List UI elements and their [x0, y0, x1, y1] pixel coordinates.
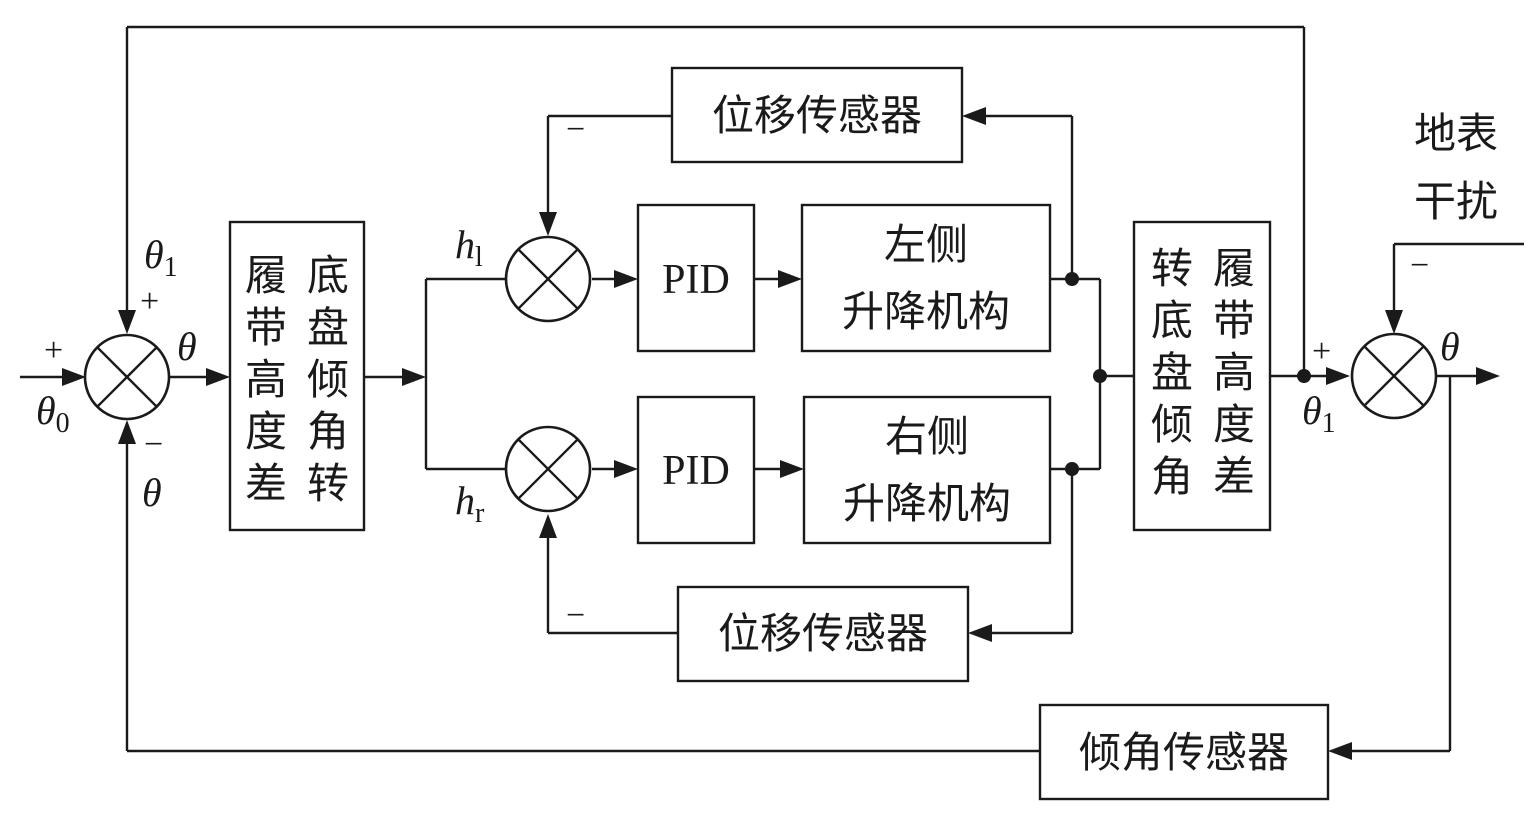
arrowhead: [539, 212, 557, 236]
vertical-glyph: 底: [1151, 296, 1193, 345]
vertical-glyph: 高: [245, 355, 287, 404]
pid-top-label: PID: [662, 257, 730, 303]
arrowhead: [614, 460, 638, 478]
vertical-glyph: 倾: [307, 355, 349, 404]
sum-junction-disturbance: [1350, 332, 1438, 420]
sum-junction-bottom: [504, 425, 592, 513]
vertical-glyph: 度: [1213, 400, 1255, 449]
arrowhead: [1385, 310, 1403, 334]
arrowhead: [62, 368, 86, 386]
disp-sensor-bottom-block: 位移传感器: [676, 585, 970, 683]
minus-sign-disp-top: −: [566, 111, 585, 148]
plus-sign-input: +: [44, 332, 63, 369]
disp-sensor-top-label: 位移传感器: [712, 91, 922, 140]
vertical-glyph: 带: [245, 303, 287, 352]
arrowhead: [614, 270, 638, 288]
right-lift-line1: 右侧: [885, 412, 969, 461]
plus-sign-sum2: +: [1312, 333, 1331, 370]
arrowhead: [1326, 367, 1350, 385]
height-to-tilt-col1: 转底盘倾角: [1151, 244, 1193, 501]
h-right-label: hr: [455, 478, 485, 529]
pid-bottom-label: PID: [662, 448, 730, 494]
vertical-glyph: 盘: [307, 303, 349, 352]
minus-sign-disp-bottom: −: [566, 597, 585, 634]
arrowhead: [118, 420, 136, 444]
theta0-label: θ0: [36, 388, 70, 439]
vertical-glyph: 差: [1213, 452, 1255, 501]
vertical-glyph: 盘: [1151, 348, 1193, 397]
arrowhead: [1328, 742, 1352, 760]
junction-dot: [1093, 369, 1107, 383]
junction-dot: [1065, 272, 1079, 286]
h-left-label: hl: [455, 222, 483, 273]
right-lift-block: 右侧 升降机构: [802, 395, 1052, 545]
arrowhead: [206, 368, 230, 386]
vertical-glyph: 差: [245, 459, 287, 508]
disp-sensor-top-block: 位移传感器: [670, 66, 964, 164]
vertical-glyph: 角: [1151, 452, 1193, 501]
vertical-glyph: 履: [1213, 244, 1255, 293]
minus-sign-disturbance: −: [1410, 247, 1429, 284]
vertical-glyph: 底: [307, 251, 349, 300]
sum-junction-top: [504, 235, 592, 323]
tilt-sensor-label: 倾角传感器: [1079, 728, 1289, 777]
theta-label-output: θ: [1440, 324, 1460, 369]
height-to-tilt-col2: 履带高度差: [1213, 244, 1255, 501]
junctions: [1065, 272, 1311, 476]
theta-label-feedback: θ: [142, 470, 162, 515]
vertical-glyph: 带: [1213, 296, 1255, 345]
junction-dot: [1065, 462, 1079, 476]
vertical-glyph: 履: [245, 251, 287, 300]
left-lift-block: 左侧 升降机构: [800, 203, 1052, 353]
theta-label-main: θ: [177, 324, 197, 369]
vertical-glyph: 度: [245, 407, 287, 456]
ground-disturbance-line2: 干扰: [1414, 177, 1498, 226]
ground-disturbance-line1: 地表: [1414, 109, 1498, 158]
disp-sensor-bottom-label: 位移传感器: [718, 609, 928, 658]
arrowhead: [778, 270, 802, 288]
vertical-glyph: 转: [1151, 244, 1193, 293]
tilt-sensor-block: 倾角传感器: [1038, 703, 1330, 801]
arrowhead: [402, 368, 426, 386]
height-to-tilt-block: 转底盘倾角 履带高度差: [1132, 220, 1272, 532]
theta1-label-top: θ1: [144, 232, 178, 283]
vertical-glyph: 转: [307, 459, 349, 508]
tilt-to-height-block: 履带高度差 底盘倾角转: [228, 220, 366, 532]
tilt-to-height-col1: 履带高度差: [245, 251, 287, 508]
tilt-to-height-col2: 底盘倾角转: [307, 251, 349, 508]
vertical-glyph: 倾: [1151, 400, 1193, 449]
sum-junction-main: [83, 333, 171, 421]
arrowhead: [968, 624, 992, 642]
pid-bottom-block: PID: [636, 395, 756, 545]
arrowhead: [962, 107, 986, 125]
minus-sign-bottom: −: [144, 426, 163, 463]
arrowhead: [539, 514, 557, 538]
pid-top-block: PID: [636, 203, 756, 353]
vertical-glyph: 角: [307, 407, 349, 456]
arrowhead: [1476, 367, 1500, 385]
arrowheads: [62, 107, 1500, 760]
arrowhead: [118, 310, 136, 334]
left-lift-line1: 左侧: [884, 220, 968, 269]
left-lift-line2: 升降机构: [842, 287, 1010, 336]
plus-sign-top: +: [140, 283, 159, 320]
right-lift-line2: 升降机构: [843, 479, 1011, 528]
theta1-label-right: θ1: [1302, 388, 1336, 439]
arrowhead: [780, 460, 804, 478]
vertical-glyph: 高: [1213, 348, 1255, 397]
junction-dot: [1297, 369, 1311, 383]
